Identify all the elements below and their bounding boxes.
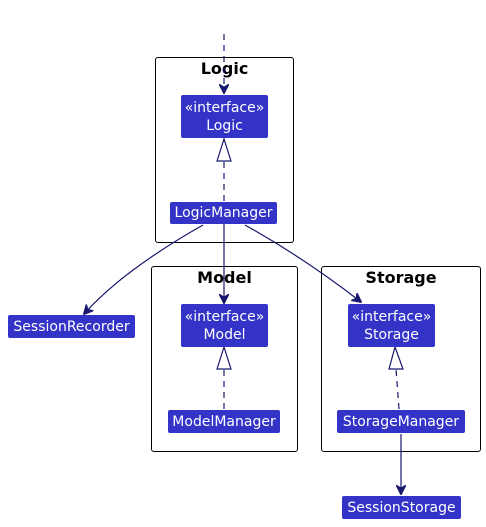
model-interface-name: Model — [203, 326, 246, 343]
class-session-recorder[interactable]: SessionRecorder — [8, 315, 135, 338]
storage-manager-name: StorageManager — [342, 413, 460, 430]
class-logic-interface[interactable]: «interface» Logic — [181, 95, 268, 138]
logic-to-storage-line — [244, 224, 361, 302]
storage-interface-stereotype: «interface» — [351, 308, 432, 325]
logic-realization-head — [216, 137, 232, 162]
storage-realization-head — [388, 345, 404, 370]
storage-interface-name: Storage — [364, 326, 419, 343]
storage-realization-line — [395, 368, 400, 410]
class-model-manager[interactable]: ModelManager — [168, 410, 280, 433]
package-storage-title: Storage — [365, 268, 437, 287]
model-manager-name: ModelManager — [172, 413, 276, 430]
session-storage-name: SessionStorage — [347, 499, 456, 516]
class-storage-interface[interactable]: «interface» Storage — [348, 304, 435, 347]
class-session-storage[interactable]: SessionStorage — [342, 496, 461, 519]
logic-interface-name: Logic — [206, 117, 243, 134]
class-model-interface[interactable]: «interface» Model — [181, 304, 268, 347]
logic-interface-stereotype: «interface» — [184, 99, 265, 116]
model-realization-head — [216, 345, 232, 370]
class-storage-manager[interactable]: StorageManager — [337, 410, 465, 433]
logic-manager-name: LogicManager — [174, 205, 273, 221]
model-interface-stereotype: «interface» — [184, 308, 265, 325]
session-recorder-name: SessionRecorder — [13, 318, 130, 335]
class-logic-manager[interactable]: LogicManager — [170, 202, 277, 224]
logic-to-sessionrecorder-line — [84, 224, 204, 314]
